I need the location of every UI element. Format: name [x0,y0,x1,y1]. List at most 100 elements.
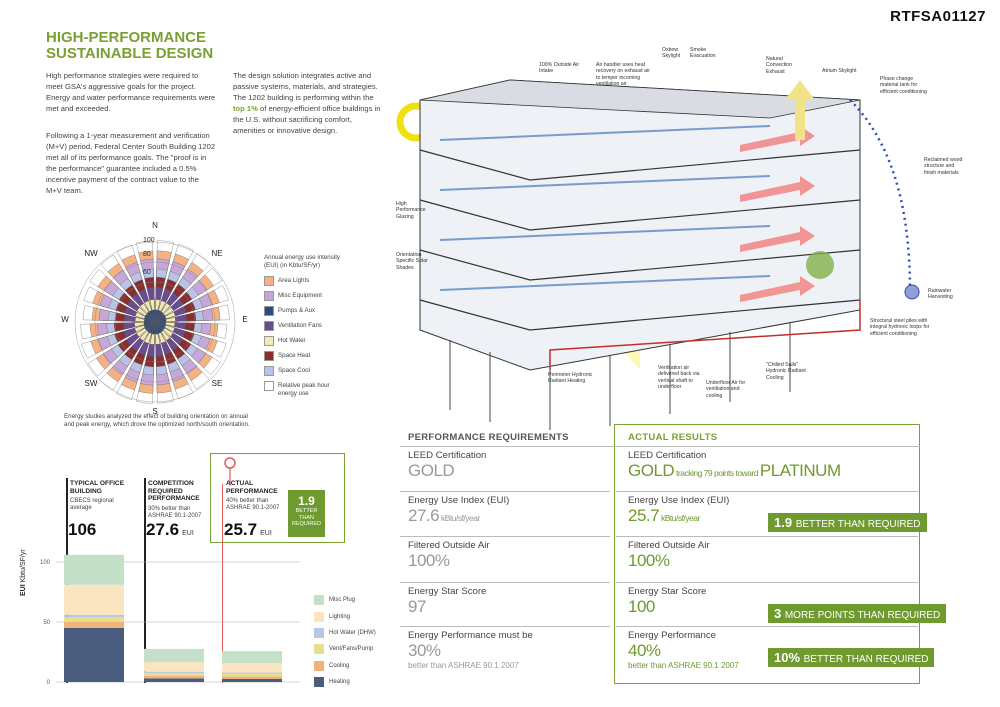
bar-segment [144,673,204,676]
y-tick-label: 100 [40,560,51,566]
col-value-typical: 106 [68,520,97,539]
polar-wedge [152,309,156,323]
eui-legend-item: Vent/Fans/Pump [314,641,376,657]
row-divider [616,582,918,583]
ann-natural-convection: Natural Convection Exhaust [766,56,792,75]
requirement-label: Filtered Outside Air [408,540,490,551]
result-value: 100 [628,597,918,617]
legend-swatch [314,611,324,622]
orientation-legend-title: Annual energy use intensity (EUI) (in Kb… [264,254,341,269]
legend-label: Misc Plug [329,597,356,604]
y-tick-label: 0 [47,680,51,685]
ann-atrium-skylight: Atrium Skylight [822,68,857,74]
better-than-required-box: 1.9 BETTER THAN REQUIRED [288,490,325,537]
result-subtext: better than ASHRAE 90.1 2007 [628,661,739,670]
intro-paragraph-3: The design solution integrates active an… [233,71,381,135]
result-tail-text: PLATINUM [759,461,841,480]
direction-label-sw: SW [85,379,98,388]
bar-segment [222,679,282,682]
bar-segment [64,628,124,682]
tree-icon [806,251,834,279]
bar-segment [64,584,124,615]
actual-results-frame [614,424,920,684]
result-unit: kBtu/sf/year [659,513,700,523]
intro-paragraph-1: High performance strategies were require… [46,71,216,113]
requirement-value-text: 30% [408,641,441,660]
result-value-text: 100 [628,597,655,616]
orientation-legend-item: Misc Equipment [264,291,354,301]
eui-legend-item: Heating [314,674,376,690]
polar-wedge [154,319,167,323]
pumps-aux-ring [143,309,167,335]
result-value-text: 25.7 [628,506,660,525]
result-value: 25.7 kBtu/sf/year [628,506,918,526]
ann-glazing: High Performance Glazing [396,201,426,220]
ann-rainwater: Rainwater Harvesting [928,288,953,301]
ann-steel-piles: Structural steel piles with integral hyd… [870,318,930,337]
row-divider [616,626,918,627]
polar-wedge [149,310,156,323]
ventilation-ducts [439,125,771,291]
result-label: LEED Certification [628,450,707,461]
result-label: Energy Star Score [628,586,707,597]
project-code: RTFSA01127 [890,8,986,25]
ann-smoke-evacuation: Smoke Evacuation [690,47,716,60]
requirement-label: Energy Star Score [408,586,487,597]
col-sub-competition: 30% better than ASHRAE 90.1-2007 [148,506,202,519]
polar-wedge [149,321,156,334]
bar-segment [144,678,204,682]
row-divider [616,536,918,537]
legend-swatch [264,351,274,361]
legend-label: Space Cool [278,367,310,374]
polar-wedge [154,311,164,323]
result-value: GOLD tracking 79 points toward PLATINUM [628,461,918,481]
result-value: 100% [628,551,918,571]
polar-wedge [143,321,156,325]
building-body [419,79,861,371]
legend-swatch [264,291,274,301]
requirement-value-text: 97 [408,597,426,616]
result-mid-text: tracking 79 points toward [674,468,760,478]
requirement-value-text: GOLD [408,461,455,480]
legend-swatch [314,595,324,606]
result-value-text: 40% [628,641,661,660]
ann-ventilation-shaft: Ventilation air delivered back via verti… [658,365,700,390]
legend-swatch [264,336,274,346]
legend-swatch [314,677,324,688]
natural-convection-arrow [785,80,815,140]
actual-results-header: ACTUAL RESULTS [628,432,718,443]
col-sub-actual: 40% better than ASHRAE 90.1-2007 [226,498,280,511]
legend-label: Hot Water [278,337,306,344]
polar-wedge [154,310,161,323]
bar-segment [144,676,204,679]
orientation-legend: Annual energy use intensity (EUI) (in Kb… [264,254,354,402]
actual-performance-frame [210,453,345,543]
legend-label: Misc Equipment [278,292,323,299]
badge-number: 10% [774,650,804,665]
improvement-badge: 1.9 BETTER THAN REQUIRED [768,513,927,532]
highlight-top-1: top 1% [233,104,258,113]
legend-swatch [264,306,274,316]
ann-phase-change: Phase change material tank for efficient… [880,76,927,95]
row-divider [400,582,610,583]
requirement-value: 100% [408,551,608,571]
col-sub-typical: CBECS regional average [70,498,114,511]
polar-wedge [154,321,166,331]
radiant-heating-loop [549,300,861,370]
floor-slabs [419,149,861,331]
bar-segment [64,614,124,618]
improvement-badge: 10% BETTER THAN REQUIRED [768,648,935,667]
polar-wedge [154,309,158,323]
orientation-legend-item: Space Heat [264,351,354,361]
col-head-competition: COMPETITION REQUIRED PERFORMANCE [148,480,200,502]
legend-swatch [264,381,274,391]
eui-axis-label: EUI Kbtu/SF/yr [20,549,27,596]
bar-segment [64,617,124,622]
orientation-legend-item: Pumps & Aux [264,306,354,316]
row-divider [400,491,610,492]
